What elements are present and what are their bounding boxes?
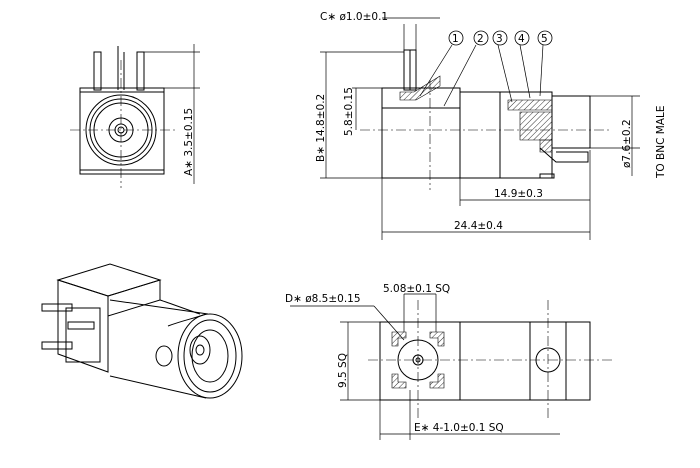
callout-1: 1 [452, 33, 459, 45]
callout-4: 4 [518, 33, 525, 45]
dim-center-height: 5.8±0.15 [343, 87, 355, 136]
callout-5: 5 [541, 33, 548, 45]
dim-length-total: 24.4±0.4 [454, 220, 503, 232]
dim-bnc-diameter: ø7.6±0.2 [621, 119, 633, 168]
footprint-view: 5.08±0.1 SQ D∗ ø8.5±0.15 9.5 SQ E∗ 4-1.0… [285, 283, 612, 440]
dim-c-pin: C∗ ø1.0±0.1 [320, 11, 388, 23]
dim-body-sq: 9.5 SQ [337, 353, 349, 388]
dim-a-height: A∗ 3.5±0.15 [183, 108, 195, 176]
callout-markers: 1 2 3 4 5 [419, 30, 553, 107]
isometric-view [41, 263, 243, 399]
dim-b-height: B∗ 14.8±0.2 [315, 94, 327, 162]
front-view: A∗ 3.5±0.15 [70, 44, 200, 188]
side-view: C∗ ø1.0±0.1 1 2 3 4 5 B∗ 14.8±0.2 5.8±0.… [315, 11, 667, 240]
dim-d-circle: D∗ ø8.5±0.15 [285, 293, 361, 305]
dim-pcb-pitch: 5.08±0.1 SQ [383, 283, 450, 295]
callout-3: 3 [496, 33, 503, 45]
dim-bnc-male: TO BNC MALE [655, 106, 667, 179]
dim-length-short: 14.9±0.3 [494, 188, 543, 200]
callout-2: 2 [477, 33, 484, 45]
dim-e-holes: E∗ 4-1.0±0.1 SQ [414, 422, 504, 434]
